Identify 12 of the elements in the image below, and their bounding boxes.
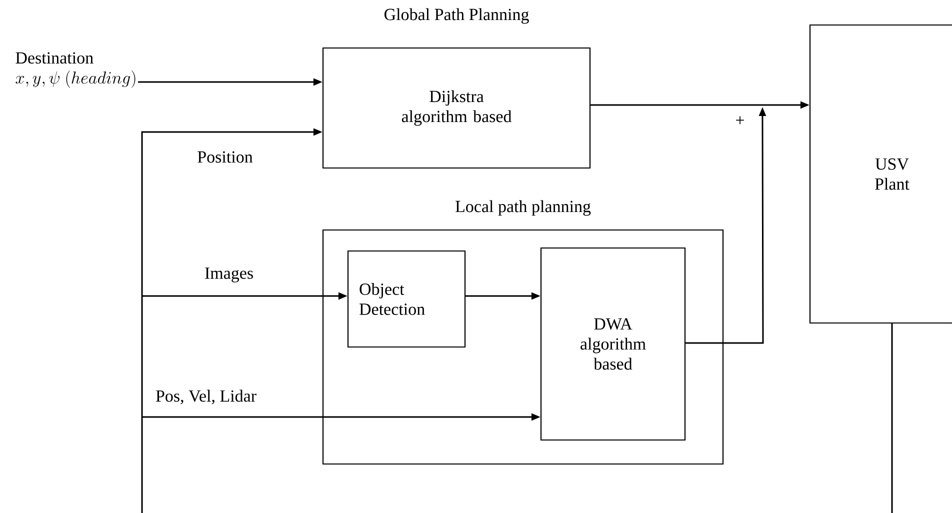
input-label: Destination $x, y, \psi\ (heading)$	[16, 52, 136, 88]
edge-label: Position	[196, 150, 254, 164]
process-box: Dijkstra algorithm based	[322, 47, 591, 169]
process-box: DWA algorithm based	[540, 247, 686, 441]
group-heading: Global Path Planning	[384, 8, 529, 24]
edge-label: Pos, Vel, Lidar	[154, 388, 258, 406]
process-box: USV Plant	[809, 24, 952, 324]
connector-line	[891, 324, 893, 513]
edge-label: Images	[203, 266, 255, 284]
group-heading: Local path planning	[456, 200, 591, 216]
process-box: Object Detection	[347, 250, 466, 348]
sign-label: +	[736, 116, 744, 124]
